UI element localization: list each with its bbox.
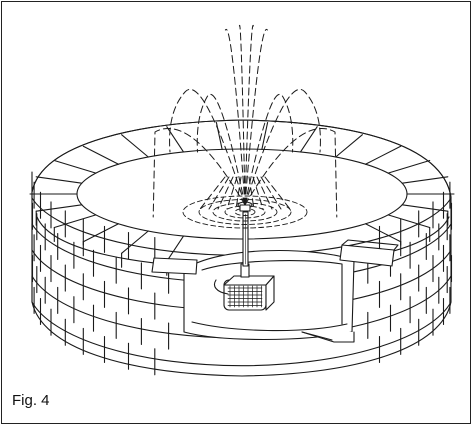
coping-joint [335,134,363,158]
cutaway-step-line [301,331,333,341]
spray-arc-outer [244,127,338,218]
cutaway-step [301,331,355,343]
coping-joint [387,159,431,174]
cut-coping-left [151,257,198,275]
coping-joint [299,126,318,153]
nozzle-body [239,204,251,212]
coping-joint [82,223,120,243]
spray-arc [196,93,246,206]
spray-streak [217,176,234,210]
coping-outer-edge [31,119,452,198]
spray-arc [244,93,294,206]
spray-streak [235,176,242,210]
coping-joint [364,145,402,165]
coping-joint [53,214,97,229]
spray-arc-outer [152,127,246,218]
spray-streak [260,176,282,210]
spray-jet [224,28,246,206]
spray-streak [264,176,291,210]
spray-jet [244,25,254,206]
spray-streak [208,176,230,210]
pump-grille [227,285,263,308]
pump [213,263,275,311]
spray-arc [169,88,246,206]
coping-joint [401,176,449,184]
spray-streak [199,176,226,210]
coping-joint [35,176,83,184]
spray-streak [226,176,238,210]
coping-joint [121,134,149,158]
brick-course-line [31,301,452,367]
water-spray [152,25,338,218]
spray-streak [256,176,273,210]
coping-joint [53,159,97,174]
cutaway-inner-wall [201,260,343,325]
coping-joint [82,145,120,165]
coping-joint [261,121,269,150]
spray-streak [252,176,264,210]
cutaway-floor [191,321,348,332]
ripple-ring [182,195,308,229]
spray-streak [248,176,255,210]
riser-pipe [242,211,249,267]
coping-joint [166,235,185,262]
spray-jet [244,28,268,206]
spray-jet [238,25,246,206]
coping-joint [387,214,431,229]
cut-coping-right [339,244,395,267]
coping-joint [35,204,83,212]
pump-cable [213,279,229,295]
cut-coping-right-top [341,239,399,251]
figure-caption: Fig. 4 [12,392,50,409]
coping-joint [364,223,402,243]
spray-arc [244,88,321,206]
pump-housing-side [265,275,275,311]
coping-joint [121,230,149,254]
